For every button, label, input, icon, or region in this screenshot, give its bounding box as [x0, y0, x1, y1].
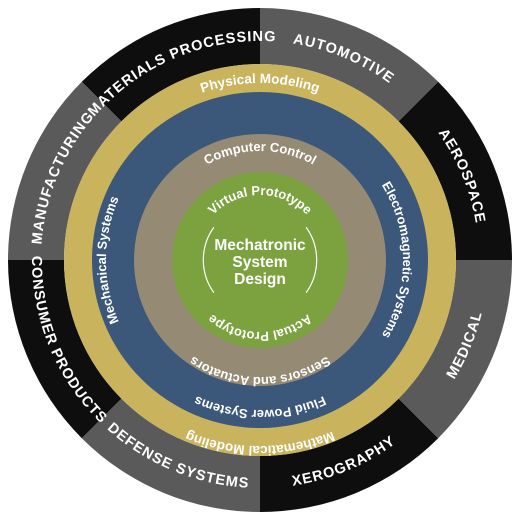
industry-segment-xerography	[260, 398, 439, 512]
core-title-line-3: Design	[234, 271, 286, 288]
industry-segment-defense-systems	[81, 398, 261, 512]
core-circle	[172, 172, 348, 348]
core-title-line-2: System	[232, 254, 287, 271]
industry-segment-aerospace	[398, 81, 512, 261]
industry-segment-automotive	[260, 8, 439, 122]
industry-segment-materials-processing	[81, 8, 261, 122]
industry-segment-consumer-products	[8, 260, 122, 439]
core-title-line-1: Mechatronic	[214, 237, 306, 254]
industry-ring	[8, 8, 512, 512]
core-arc-left	[202, 227, 215, 293]
core-arc-right	[305, 227, 318, 293]
industry-segment-medical	[398, 260, 512, 439]
industry-segment-manufacturing	[8, 81, 122, 261]
